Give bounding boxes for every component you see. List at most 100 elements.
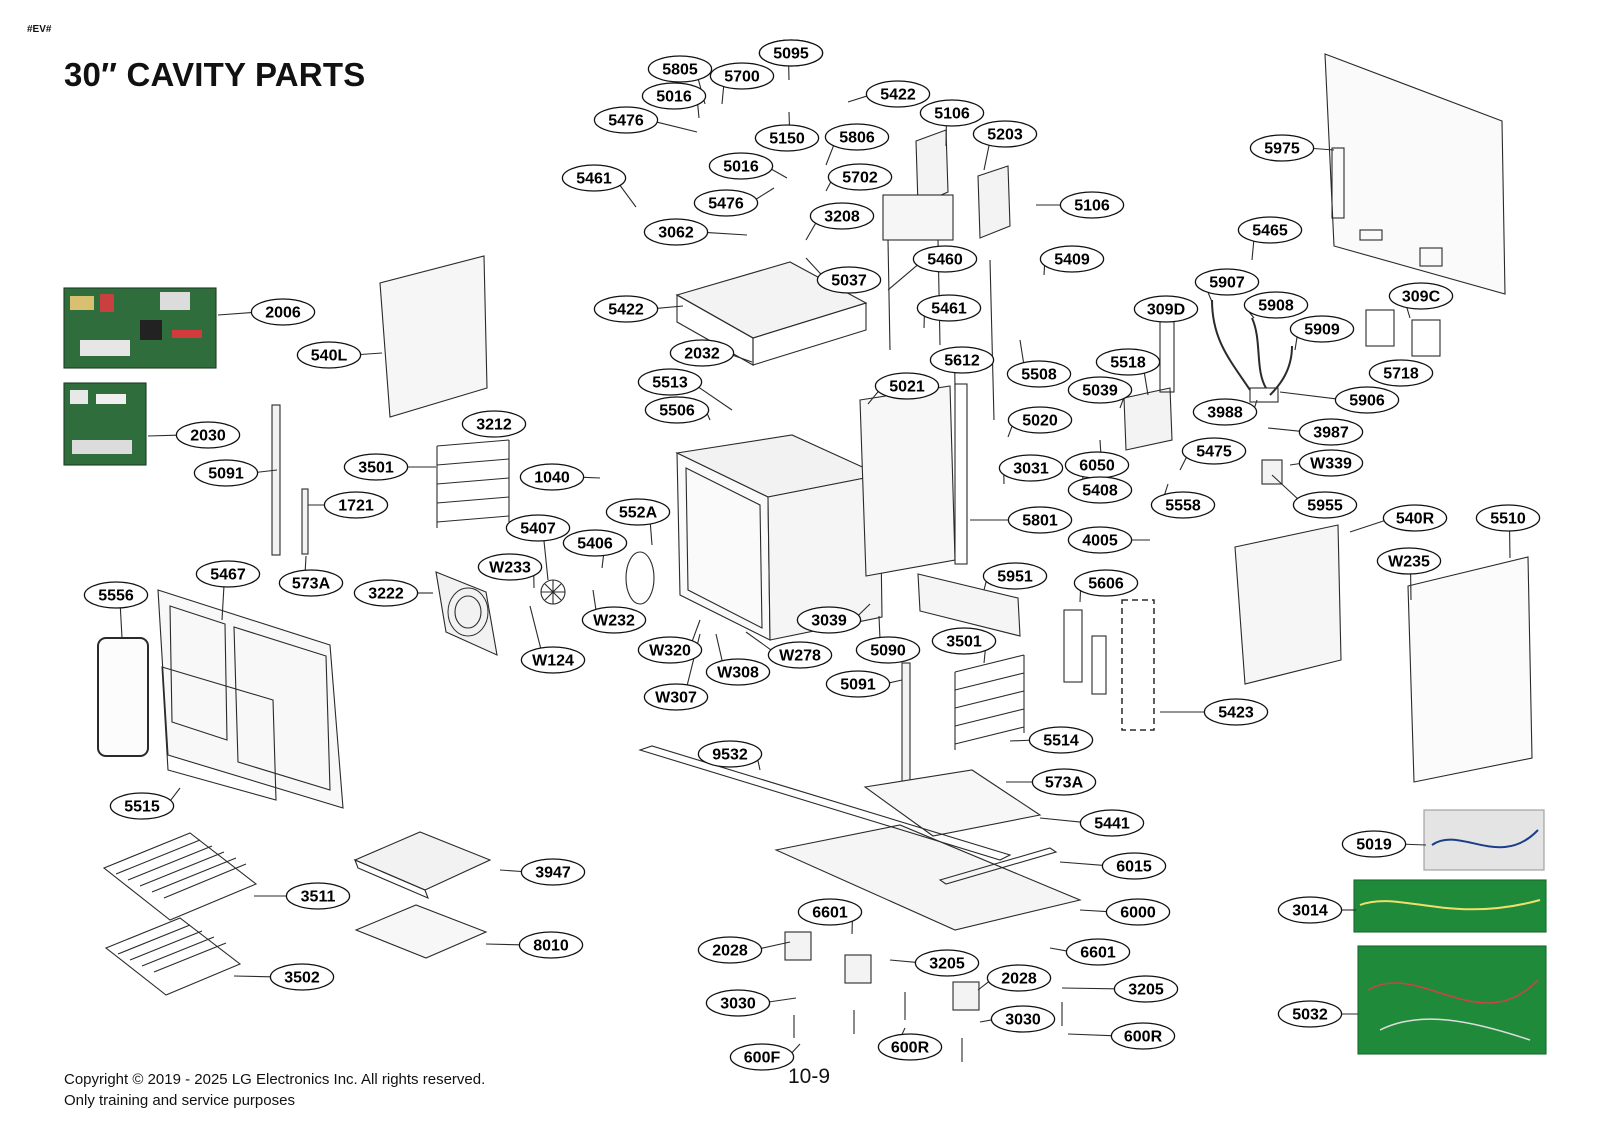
sub-pcb-image [63, 382, 147, 466]
callout-oval [982, 562, 1048, 590]
part-callout: 5907 [1194, 268, 1260, 296]
callout-oval [296, 341, 362, 369]
part-number: W308 [717, 665, 759, 682]
callout-oval [914, 949, 980, 977]
part-callout: 5908 [1243, 291, 1309, 319]
callout-oval [865, 80, 931, 108]
part-callout: 5515 [109, 792, 175, 820]
part-number: 540R [1396, 511, 1435, 528]
callout-oval [1028, 726, 1094, 754]
part-callout: 540R [1382, 504, 1448, 532]
part-callout: 3212 [461, 410, 527, 438]
part-callout: 3039 [796, 606, 862, 634]
callout-oval [827, 163, 893, 191]
callout-oval [1192, 398, 1258, 426]
callout-oval [605, 498, 671, 526]
part-number: 5032 [1292, 1007, 1328, 1024]
part-number: 5951 [997, 569, 1033, 586]
part-callout: 3222 [353, 579, 419, 607]
part-callout: 5805 [647, 55, 713, 83]
callout-oval [1475, 504, 1541, 532]
callout-oval [809, 202, 875, 230]
callout-oval [1067, 526, 1133, 554]
callout-oval [1105, 898, 1171, 926]
part-callout: 573A [1031, 768, 1097, 796]
leader-line [983, 145, 990, 171]
hinge-assembly-box [1121, 599, 1155, 731]
callout-oval [593, 295, 659, 323]
callout-oval [998, 454, 1064, 482]
part-number: 5461 [931, 301, 967, 318]
callout-oval [343, 453, 409, 481]
usage-note: Only training and service purposes [64, 1092, 295, 1109]
part-callout: 5476 [593, 106, 659, 134]
part-callout: 5422 [593, 295, 659, 323]
part-number: 5508 [1021, 367, 1057, 384]
part-number: 5908 [1258, 298, 1294, 315]
part-number: 5514 [1043, 733, 1079, 750]
part-number: 5806 [839, 130, 875, 147]
callout-oval [1133, 295, 1199, 323]
callout-oval [561, 164, 627, 192]
leader-line [825, 181, 832, 192]
part-number: 6601 [1080, 945, 1116, 962]
callout-oval [1194, 268, 1260, 296]
callout-oval [929, 346, 995, 374]
callout-oval [1006, 360, 1072, 388]
callout-oval [931, 627, 997, 655]
part-number: 5203 [987, 127, 1023, 144]
part-callout: 5039 [1067, 376, 1133, 404]
leader-line [1405, 843, 1427, 846]
part-callout: 5702 [827, 163, 893, 191]
leader-line [867, 391, 879, 405]
part-number: 3039 [811, 613, 847, 630]
part-callout: 5106 [919, 99, 985, 127]
callout-oval [83, 581, 149, 609]
part-callout: 2030 [175, 421, 241, 449]
callout-oval [1110, 1022, 1176, 1050]
callout-oval [708, 152, 774, 180]
part-callout: 1721 [323, 491, 389, 519]
part-number: W278 [779, 648, 821, 665]
part-callout: 8010 [518, 931, 584, 959]
callout-oval [1289, 315, 1355, 343]
part-number: 3511 [301, 889, 336, 906]
part-callout: 5475 [1181, 437, 1247, 465]
leader-line [977, 981, 990, 991]
callout-oval [874, 372, 940, 400]
callout-oval [278, 569, 344, 597]
part-number: 5019 [1356, 837, 1392, 854]
part-number: 1721 [338, 498, 374, 515]
part-callout: 5906 [1334, 386, 1400, 414]
leader-line [771, 168, 788, 179]
part-number: 5020 [1022, 413, 1058, 430]
callout-oval [1065, 938, 1131, 966]
document-tag: #EV# [27, 24, 52, 35]
part-callout: 5700 [709, 62, 775, 90]
leader-line [217, 312, 252, 316]
leader-line [1039, 817, 1081, 823]
part-callout: 540L [296, 341, 362, 369]
broil-pan [353, 831, 492, 891]
callout-oval [647, 55, 713, 83]
callout-oval [643, 683, 709, 711]
part-callout: 5091 [825, 670, 891, 698]
part-number: 5461 [576, 171, 612, 188]
side-panel-left [379, 255, 488, 418]
callout-oval [519, 463, 585, 491]
part-callout: 5951 [982, 562, 1048, 590]
callout-oval [1113, 975, 1179, 1003]
leader-line [691, 619, 701, 641]
part-number: 4005 [1082, 533, 1118, 550]
leader-line [1061, 987, 1115, 990]
part-number: 8010 [533, 938, 569, 955]
part-callout: 5510 [1475, 504, 1541, 532]
part-callout: 3014 [1277, 896, 1343, 924]
part-number: 5556 [98, 588, 134, 605]
part-callout: 5106 [1059, 191, 1125, 219]
part-number: 5422 [880, 87, 916, 104]
leader-line [887, 264, 918, 291]
part-callout: 5020 [1007, 406, 1073, 434]
part-callout: 3502 [269, 963, 335, 991]
